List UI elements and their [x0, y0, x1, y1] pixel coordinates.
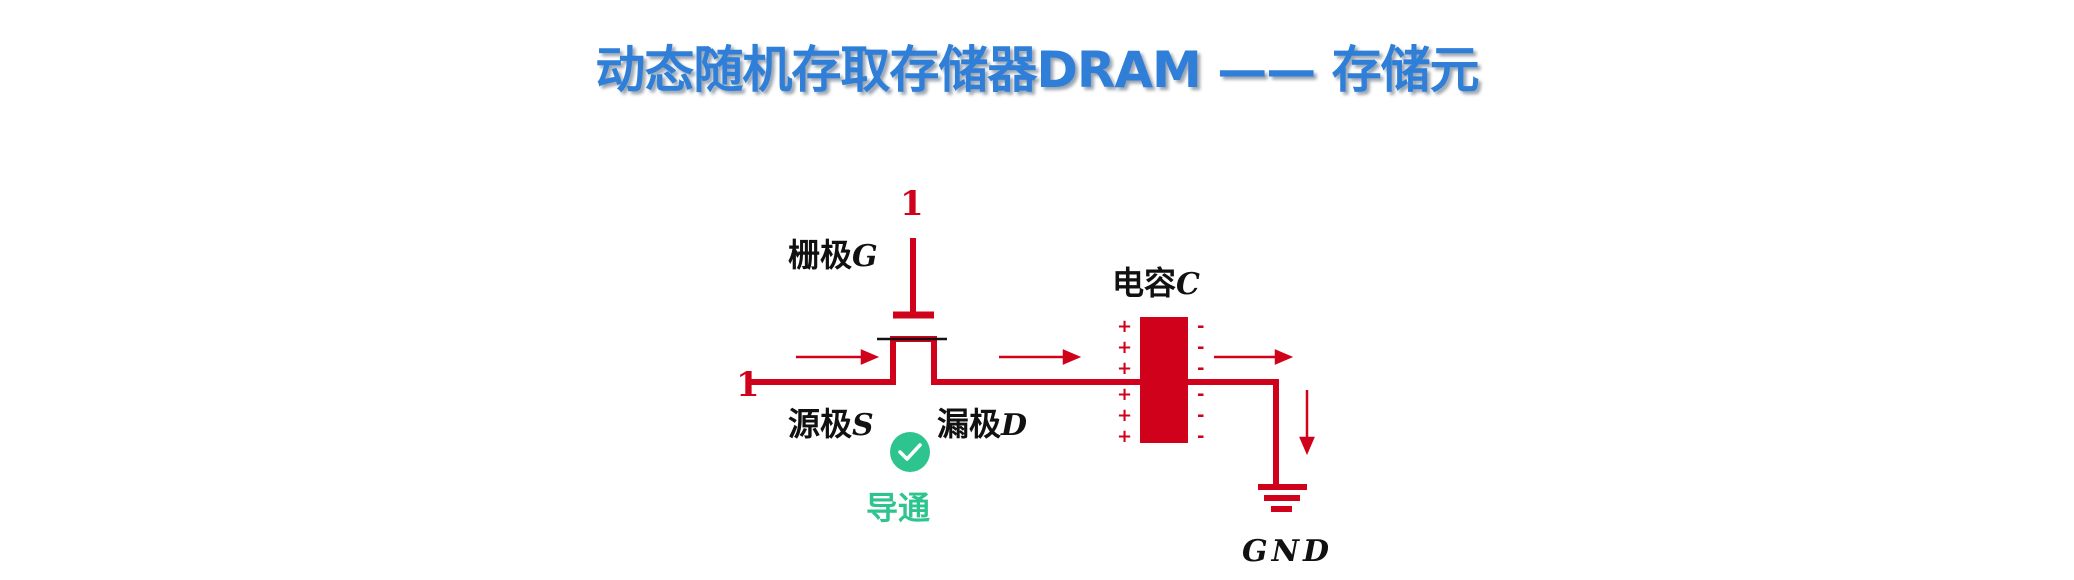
svg-text:-: - — [1197, 316, 1204, 337]
current-arrows — [796, 349, 1315, 456]
svg-text:+: + — [1117, 358, 1132, 379]
gate-input-value: 1 — [900, 184, 924, 224]
arrow-right-icon — [1062, 349, 1082, 365]
svg-text:+: + — [1117, 384, 1132, 405]
ground-label: GND — [1242, 534, 1333, 569]
arrow-right-icon — [1274, 349, 1294, 365]
circuit-wires — [751, 238, 1307, 512]
arrow-down-icon — [1299, 436, 1315, 456]
svg-text:-: - — [1197, 405, 1204, 426]
svg-text:-: - — [1197, 426, 1204, 447]
source-label: 源极S — [788, 405, 874, 443]
svg-text:+: + — [1117, 316, 1132, 337]
status-conducting: 导通 — [866, 489, 930, 527]
svg-text:-: - — [1197, 337, 1204, 358]
drain-label: 漏极D — [937, 405, 1027, 443]
svg-text:+: + — [1117, 337, 1132, 358]
capacitor — [1140, 317, 1188, 443]
svg-text:-: - — [1197, 384, 1204, 405]
capacitor-charges: + + + + + + - - - - - - — [1117, 316, 1204, 447]
arrow-right-icon — [860, 349, 880, 365]
svg-text:-: - — [1197, 358, 1204, 379]
capacitor-label: 电容C — [1112, 264, 1200, 302]
gate-label: 栅极G — [788, 236, 878, 274]
page-title: 动态随机存取存储器DRAM —— 存储元 — [595, 41, 1479, 99]
source-input-value: 1 — [736, 365, 760, 405]
svg-text:+: + — [1117, 426, 1132, 447]
check-circle-icon — [890, 432, 930, 472]
svg-text:+: + — [1117, 405, 1132, 426]
